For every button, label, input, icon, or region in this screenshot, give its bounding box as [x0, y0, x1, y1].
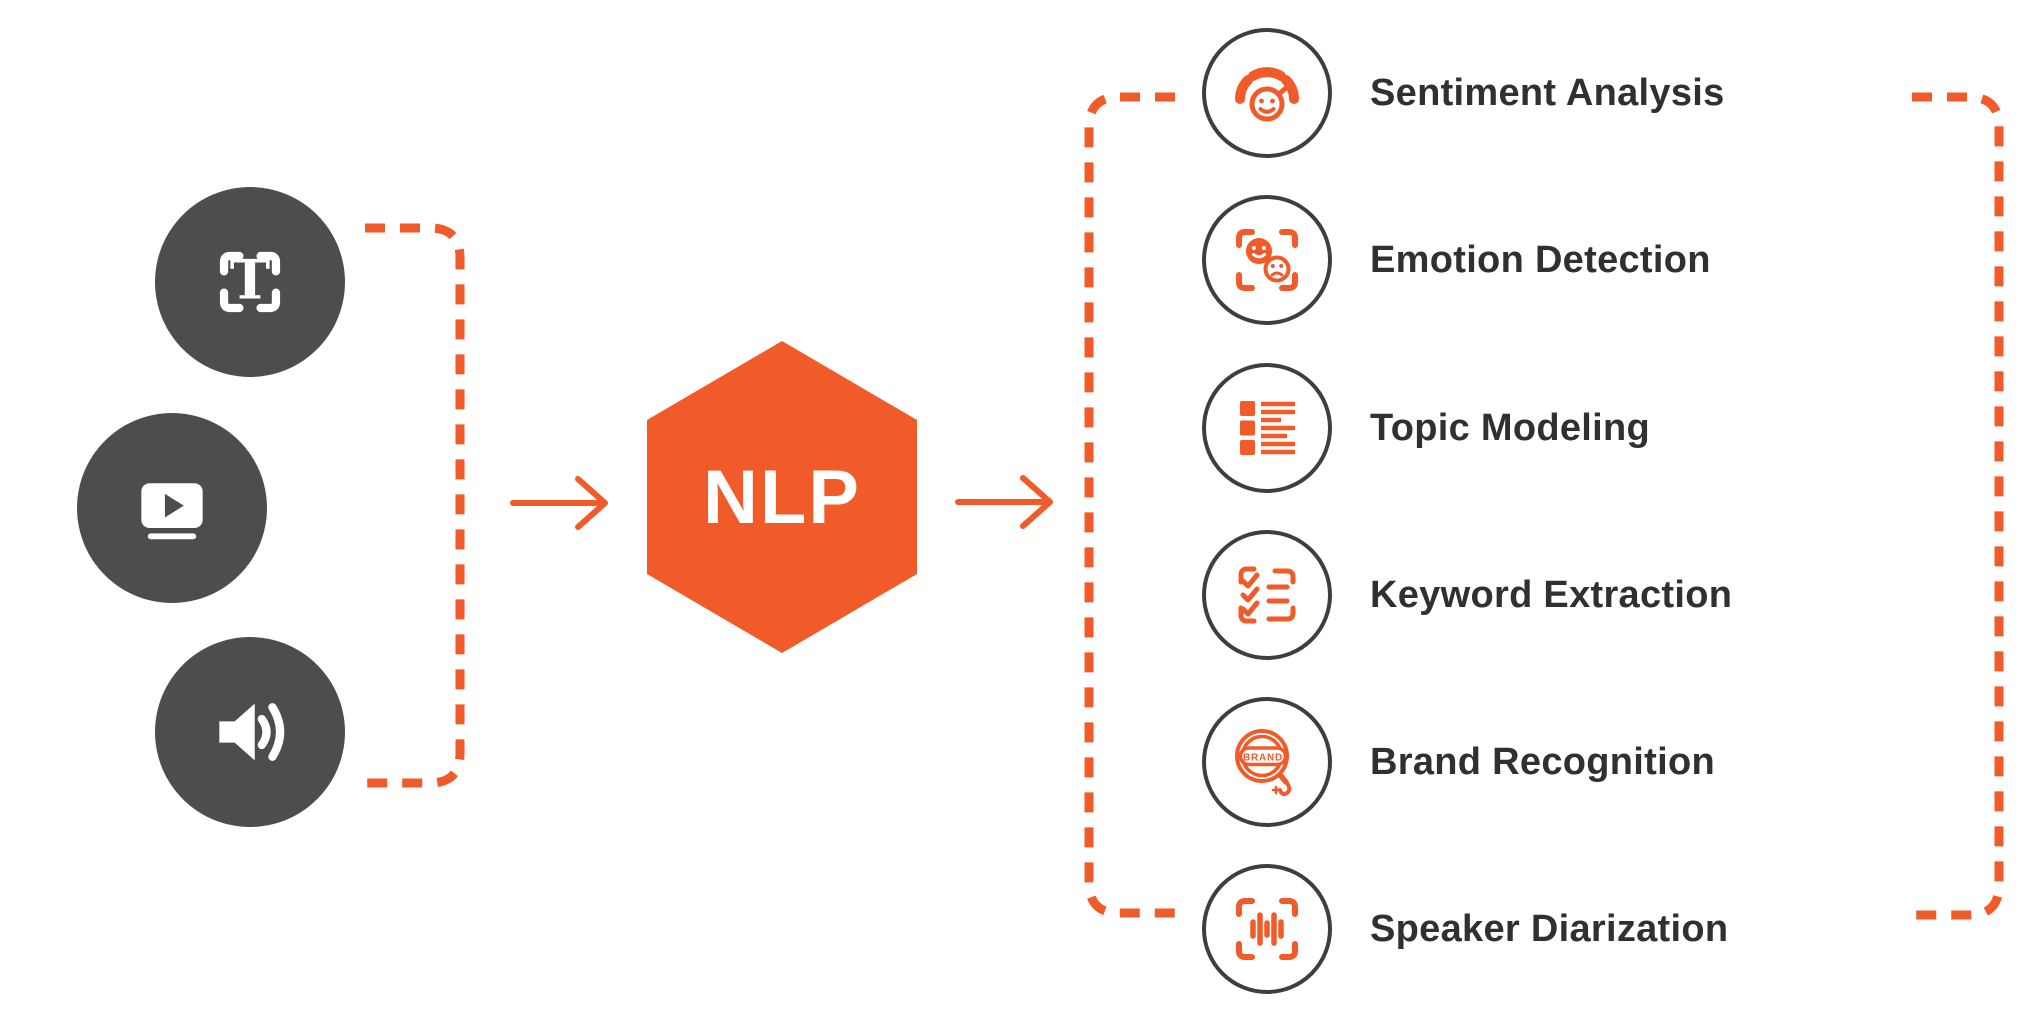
- output-label: Emotion Detection: [1370, 238, 1711, 281]
- output-label: Sentiment Analysis: [1370, 71, 1725, 114]
- output-row-keyword-extraction: Keyword Extraction: [1202, 530, 1732, 660]
- output-label: Topic Modeling: [1370, 406, 1651, 449]
- speaker-waveform-scan-icon: [1202, 864, 1332, 994]
- topic-list-icon: [1202, 363, 1332, 493]
- emotion-faces-scan-icon: [1202, 195, 1332, 325]
- output-group-bracket-right: [1912, 92, 2004, 920]
- arrow-inputs-to-nlp-icon: [510, 476, 608, 530]
- brand-icon-text: BRAND: [1243, 753, 1283, 764]
- video-play-icon: [77, 413, 267, 603]
- output-label: Brand Recognition: [1370, 740, 1715, 783]
- nlp-label: NLP: [703, 455, 861, 540]
- output-row-topic-modeling: Topic Modeling: [1202, 363, 1650, 493]
- output-label: Speaker Diarization: [1370, 907, 1729, 950]
- nlp-hexagon: NLP: [647, 341, 917, 653]
- output-row-speaker-diarization: Speaker Diarization: [1202, 864, 1728, 994]
- output-group-bracket-left: [1084, 92, 1175, 918]
- keyword-checklist-icon: [1202, 530, 1332, 660]
- input-group-bracket: [365, 223, 465, 788]
- svg-text:T: T: [230, 248, 270, 312]
- output-row-brand-recognition: BRAND Brand Recognition: [1202, 697, 1715, 827]
- brand-magnifier-icon: BRAND: [1202, 697, 1332, 827]
- text-scan-icon: T: [155, 187, 345, 377]
- audio-speaker-icon: [155, 637, 345, 827]
- output-row-emotion-detection: Emotion Detection: [1202, 195, 1711, 325]
- output-label: Keyword Extraction: [1370, 573, 1733, 616]
- sentiment-gauge-smiley-icon: [1202, 28, 1332, 158]
- arrow-nlp-to-outputs-icon: [955, 475, 1053, 529]
- output-row-sentiment-analysis: Sentiment Analysis: [1202, 28, 1725, 158]
